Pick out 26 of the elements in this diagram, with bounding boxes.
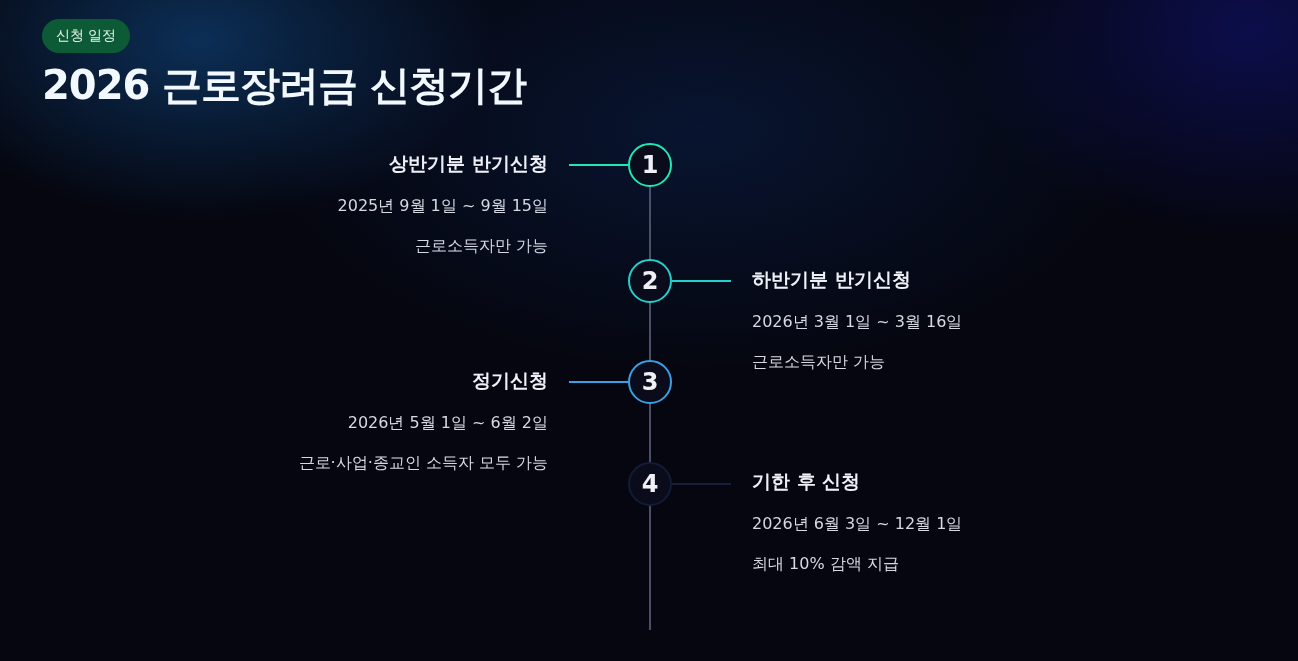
period-title: 정기신청 (471, 368, 548, 393)
page-title: 2026 근로장려금 신청기간 (42, 61, 527, 110)
connector-line (671, 280, 732, 282)
period-detail: 2026년 5월 1일 ~ 6월 2일 (346, 412, 548, 434)
step-circle: 3 (628, 360, 672, 404)
period-title: 상반기분 반기신청 (388, 151, 548, 176)
period-detail: 최대 10% 감액 지급 (752, 553, 900, 575)
period-detail: 근로·사업·종교인 소득자 모두 가능 (297, 452, 548, 474)
connector-line (649, 186, 651, 260)
connector-line (568, 164, 629, 166)
connector-line (671, 483, 732, 485)
step-circle: 4 (628, 462, 672, 506)
connector-line (649, 403, 651, 463)
period-detail: 근로소득자만 가능 (413, 235, 548, 257)
step-circle: 1 (628, 143, 672, 187)
period-detail: 근로소득자만 가능 (752, 351, 887, 373)
period-detail: 2026년 6월 3일 ~ 12월 1일 (752, 513, 964, 535)
period-detail: 2025년 9월 1일 ~ 9월 15일 (336, 195, 548, 217)
period-detail: 2026년 3월 1일 ~ 3월 16일 (752, 311, 964, 333)
connector-line (649, 302, 651, 361)
period-title: 기한 후 신청 (752, 469, 862, 494)
tag-badge: 신청 일정 (42, 19, 130, 53)
period-title: 하반기분 반기신청 (752, 267, 912, 292)
step-circle: 2 (628, 259, 672, 303)
connector-line (649, 505, 651, 631)
connector-line (568, 381, 629, 383)
